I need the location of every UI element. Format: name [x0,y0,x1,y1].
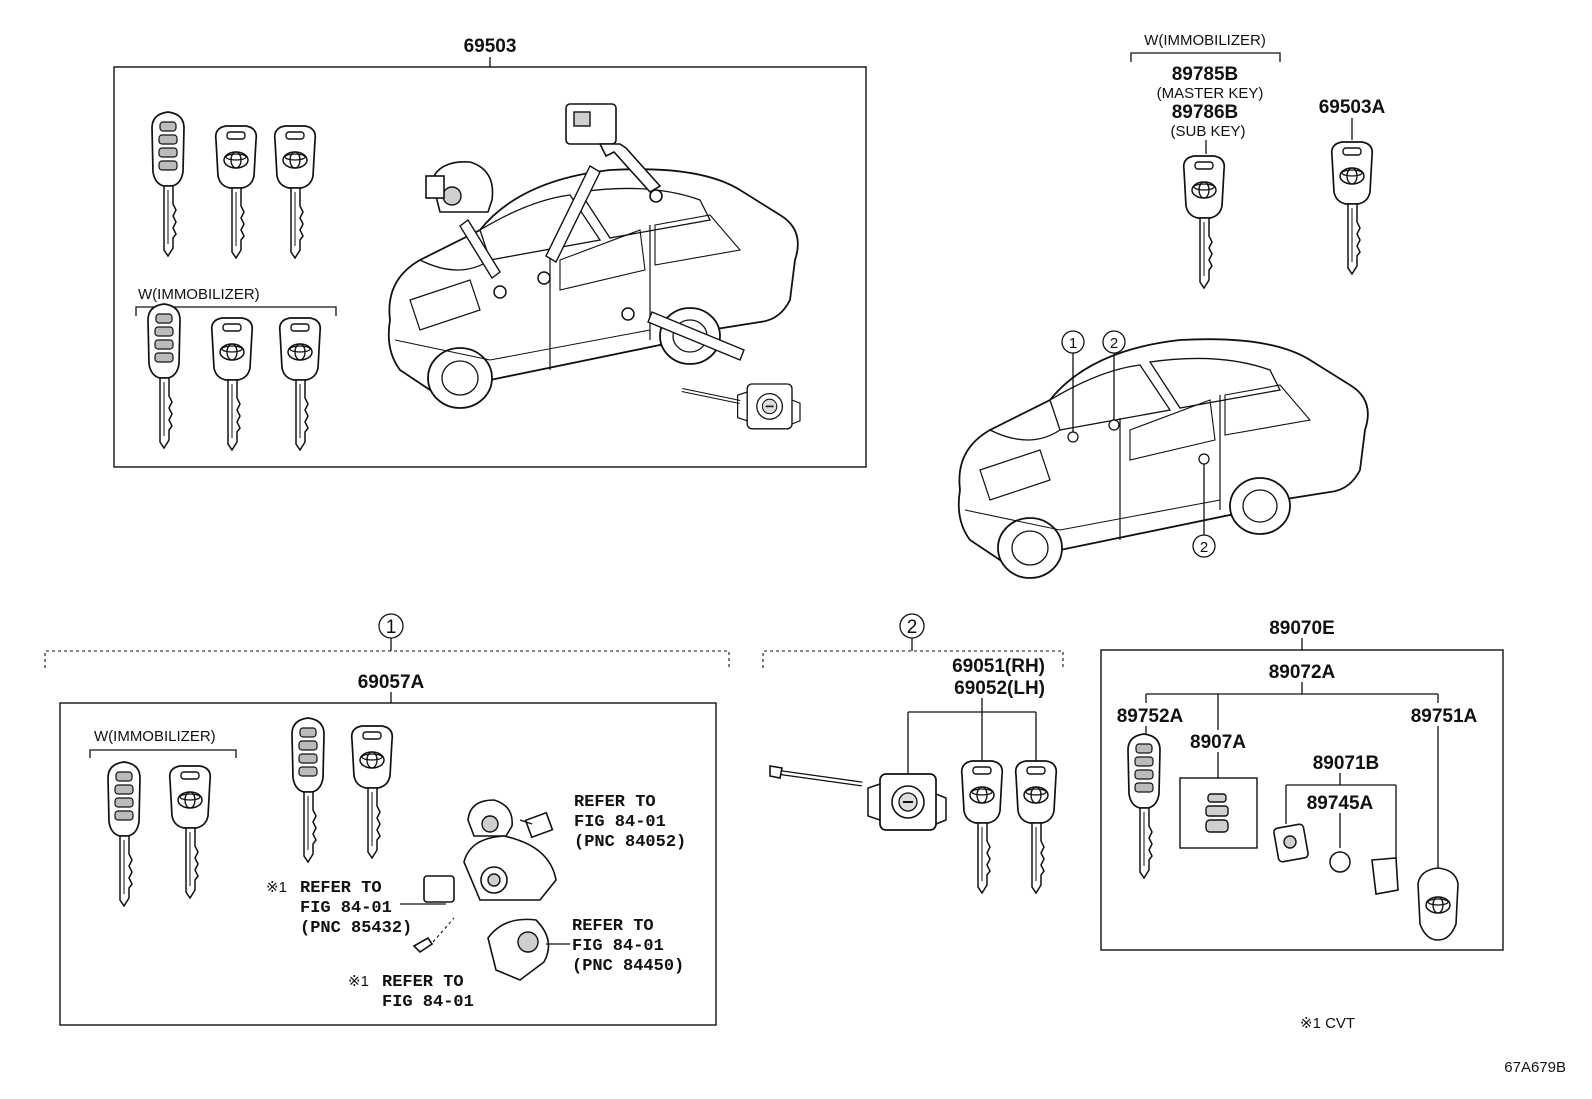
remote-key-icon [107,761,141,907]
section-2-marker: 2 [907,617,918,638]
part-no-89070E: 89070E [1269,618,1335,639]
marker-1: 1 [1069,335,1077,352]
key-icon [280,318,321,450]
section-1: 1 69057A W(IMMOBILIZER) REFER TO FIG [44,613,730,1026]
remote-key-icon [291,717,325,863]
immobilizer-label: W(IMMOBILIZER) [138,286,260,303]
door-lock-cylinder-icon [769,765,947,831]
transmitter-assembly: 89070E 89072A 89752A 8907A 89751A 89071B [1100,618,1504,951]
ref-fig-line1: REFER TO [382,973,464,992]
arrow-icon [459,218,501,280]
ref-85432-mark: ※1 [266,879,287,896]
part-no-69503: 69503 [464,36,517,57]
key-options: W(IMMOBILIZER) 89785B (MASTER KEY) 89786… [1130,32,1386,288]
cover-plate-icon [1371,857,1399,895]
ref-84450-line2: FIG 84-01 [572,937,664,956]
part-no-8907A: 8907A [1190,732,1246,753]
ref-84052-line3: (PNC 84052) [574,833,686,852]
part-no-89751A: 89751A [1411,706,1478,727]
part-no-89071B: 89071B [1313,753,1380,774]
part-no-89072A: 89072A [1269,662,1336,683]
part-no-89752A: 89752A [1117,706,1184,727]
ref-85432-line3: (PNC 85432) [300,919,412,938]
assembly-69503: 69503 W(IMMOBILIZER) [113,36,867,468]
figure-code: 67A679B [1504,1059,1566,1076]
ignition-switch-icon [412,799,557,981]
ref-85432-line1: REFER TO [300,879,382,898]
master-key-part-no: 89785B [1172,64,1239,85]
key-icon [275,126,316,258]
marker-2-door: 2 [1200,539,1208,556]
immobilizer-label: W(IMMOBILIZER) [1144,32,1266,49]
key-icon [212,318,253,450]
immobilizer-label: W(IMMOBILIZER) [94,728,216,745]
ref-84450-line3: (PNC 84450) [572,957,684,976]
key-icon [216,126,257,258]
ref-84052-line2: FIG 84-01 [574,813,666,832]
section-2: 2 69051(RH) 69052(LH) [762,613,1064,893]
remote-key-icon [147,303,181,449]
key-icon [962,761,1003,893]
circuit-board-icon [1273,823,1309,863]
key-blank-part-no: 69503A [1319,97,1386,118]
door-lock-cylinder-icon [681,383,801,430]
sub-key-part-no: 89786B [1172,102,1239,123]
button-pad-icon [1205,793,1229,833]
remote-key-icon [151,111,185,257]
key-blank-icon [1332,142,1373,274]
remote-key-icon [1127,733,1161,879]
arrow-icon [545,165,601,263]
part-lh: 69052(LH) [954,678,1045,699]
ref-fig-line2: FIG 84-01 [382,993,474,1012]
key-icon [170,766,211,898]
marker-2: 2 [1110,335,1118,352]
ref-fig-mark: ※1 [348,973,369,990]
section-1-marker: 1 [386,617,397,638]
battery-icon [1329,851,1351,873]
master-key-icon [1184,156,1225,288]
sub-key-label: (SUB KEY) [1170,123,1245,140]
ref-85432-line2: FIG 84-01 [300,899,392,918]
ref-84052-line1: REFER TO [574,793,656,812]
ref-84450-line1: REFER TO [572,917,654,936]
location-car: 1 2 2 [957,330,1369,579]
part-no-89745A: 89745A [1307,793,1374,814]
key-icon [1016,761,1057,893]
arrow-icon [647,311,745,361]
key-icon [352,726,393,858]
master-key-label: (MASTER KEY) [1157,85,1264,102]
steering-lock-icon [565,103,663,203]
assembly-box [113,66,867,468]
part-rh: 69051(RH) [952,656,1045,677]
ignition-switch-icon [425,161,494,213]
part-no-69057A: 69057A [358,672,425,693]
footnote: ※1 CVT [1300,1015,1355,1032]
car-icon [957,338,1369,579]
remote-housing-icon [1417,867,1459,941]
